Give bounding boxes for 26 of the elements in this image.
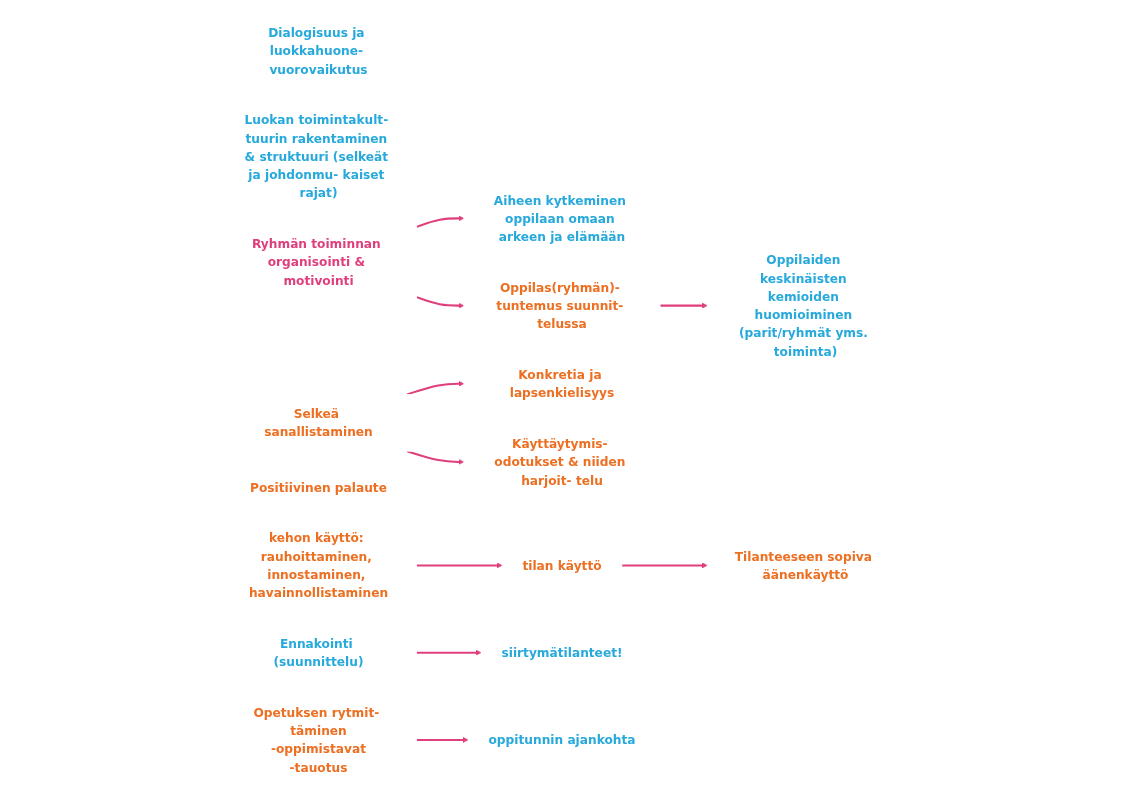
node-text: Tilanteeseen sopiva äänenkäyttö xyxy=(734,549,872,582)
arrow xyxy=(621,562,708,569)
node-text: kehon käyttö: rauhoittaminen, innostaminen, havainnollistaminen xyxy=(248,530,389,600)
arrow xyxy=(406,450,465,465)
node-text: Oppilas(ryhmän)- tuntemus suunnit- telussa xyxy=(496,280,624,331)
node-text: Aiheen kytkeminen oppilaan omaan arkeen ja elämään xyxy=(493,193,626,244)
arrow xyxy=(416,215,465,228)
node-text: Oppilaiden keskinäisten kemioiden huomioiminen (parit/ryhmät yms. toiminta) xyxy=(738,252,868,359)
node-text: Ennakointi (suunnittelu) xyxy=(273,636,364,669)
node-text: Käyttäytymis- odotukset & niiden harjoit- telu xyxy=(494,436,626,488)
node-text: Opetuksen rytmit- täminen -oppimistavat -tauotus xyxy=(253,705,380,775)
node-text: Dialogisuus ja luokkahuone- vuorovaikutus xyxy=(268,25,368,77)
arrow xyxy=(416,736,469,743)
arrow xyxy=(660,302,708,309)
node-text: siirtymätilanteet! xyxy=(501,645,623,660)
node-text: Selkeä sanallistaminen xyxy=(264,406,373,440)
node-text: Positiivinen palaute xyxy=(250,480,387,495)
node-text: Konkretia ja lapsenkielisyys xyxy=(509,367,615,400)
arrow xyxy=(416,649,482,656)
arrow xyxy=(406,380,465,396)
arrow xyxy=(416,562,503,569)
node-text: oppitunnin ajankohta xyxy=(488,732,636,748)
node-text: Ryhmän toiminnan organisointi & motivointi xyxy=(252,236,381,288)
node-text: tilan käyttö xyxy=(522,558,602,573)
arrow xyxy=(416,296,465,309)
node-text: Luokan toimintakult- tuurin rakentaminen & struktuuri (selkeät ja johdonmu- kaiset rajat) xyxy=(244,112,389,201)
